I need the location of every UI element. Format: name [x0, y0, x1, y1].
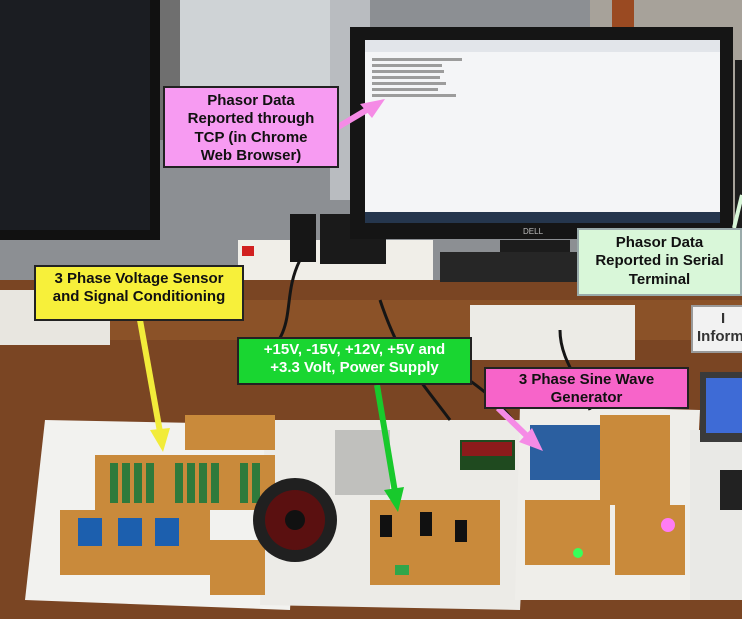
arrow-tcp	[331, 99, 385, 133]
callout-sine-generator: 3 Phase Sine Wave Generator	[484, 367, 689, 409]
callout-phasor-tcp-line-3: TCP (in Chrome	[194, 128, 308, 146]
callout-phasor-tcp-line-4: Web Browser)	[200, 146, 302, 164]
monitor-screen	[365, 40, 720, 223]
callout-voltage-sensor-line-1: 3 Phase Voltage Sensor	[54, 270, 224, 287]
arrow-serial	[732, 194, 742, 229]
callout-phasor-tcp: Phasor Data Reported through TCP (in Chr…	[163, 86, 339, 168]
arrow-power	[374, 384, 404, 512]
callout-voltage-sensor: 3 Phase Voltage Sensor and Signal Condit…	[34, 265, 244, 321]
callout-phasor-tcp-line-1: Phasor Data	[207, 92, 295, 109]
callout-power-supply: +15V, -15V, +12V, +5V and +3.3 Volt, Pow…	[237, 337, 472, 385]
arduino-board	[530, 425, 600, 480]
generator-board	[525, 500, 610, 565]
callout-sine-generator-line-2: Generator	[550, 389, 623, 407]
callout-power-supply-line-2: +3.3 Volt, Power Supply	[270, 359, 439, 377]
callout-phasor-serial-line-1: Phasor Data	[615, 234, 704, 251]
screen-text-lines	[372, 58, 462, 97]
callout-phasor-serial-line-3: Terminal	[628, 270, 691, 288]
monitor-stand	[500, 240, 570, 252]
monitor-brand: DELL	[523, 227, 544, 236]
power-transformer	[335, 430, 390, 495]
callout-info-partial: I Inform	[691, 305, 742, 353]
callout-phasor-serial-line-2: Reported in Serial	[595, 252, 724, 270]
arrow-sensor	[137, 319, 170, 452]
callout-phasor-serial: Phasor Data Reported in Serial Terminal	[577, 228, 742, 296]
callout-power-supply-line-1: +15V, -15V, +12V, +5V and	[263, 341, 446, 358]
arrow-sine	[495, 405, 543, 451]
wall-socket-right	[470, 305, 635, 360]
callout-info-line-1: I	[721, 310, 726, 327]
callout-voltage-sensor-line-2: and Signal Conditioning	[52, 288, 226, 306]
callout-info-line-2: Inform	[697, 328, 742, 346]
power-supply-board	[370, 500, 500, 585]
callout-sine-generator-line-1: 3 Phase Sine Wave	[518, 371, 655, 388]
callout-phasor-tcp-line-2: Reported through	[187, 110, 315, 128]
